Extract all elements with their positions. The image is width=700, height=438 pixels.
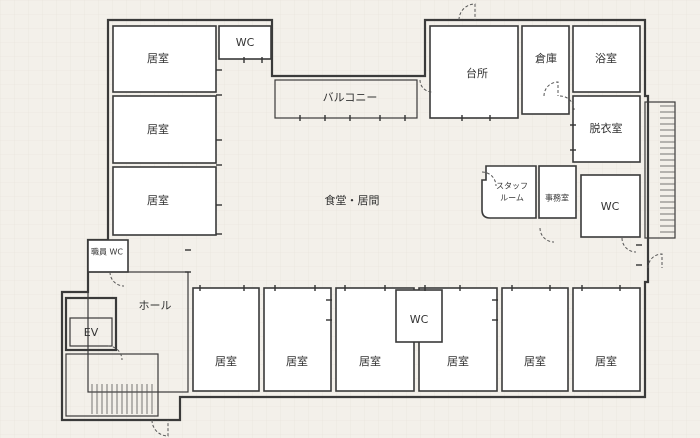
door-kitchen-balcony [419, 79, 433, 93]
wall-markers [185, 57, 642, 321]
door-dressing [559, 95, 575, 111]
door-hall-stair [107, 345, 123, 361]
east-staircase [644, 101, 676, 239]
room-nw2 [112, 95, 217, 164]
door-kitchen-north [458, 3, 476, 21]
label-kitchen: 台所 [466, 66, 488, 80]
west-staircase [65, 353, 159, 417]
wc-top [218, 25, 272, 60]
wc-east [580, 174, 641, 238]
bath [572, 25, 641, 93]
ev-shaft [64, 296, 118, 352]
label-wc-south: WC [410, 313, 429, 326]
label-hall: ホール [139, 299, 172, 312]
room-s2 [263, 287, 332, 392]
staff-wc [87, 239, 129, 273]
room-nw1 [112, 25, 217, 93]
label-room-s2: 居室 [286, 354, 308, 368]
label-room-s4: 居室 [447, 354, 469, 368]
label-dressing: 脱衣室 [590, 121, 623, 135]
dressing-room [572, 95, 641, 163]
office [538, 165, 577, 219]
label-storage: 倉庫 [535, 51, 557, 65]
label-bath: 浴室 [595, 51, 617, 65]
label-balcony: バルコニー [323, 91, 378, 104]
label-office: 事務室 [545, 193, 569, 203]
label-ev: EV [84, 326, 99, 339]
door-office [539, 227, 555, 243]
label-room-nw2: 居室 [147, 122, 169, 136]
door-west-exit [151, 419, 169, 437]
wc-south [395, 289, 443, 343]
door-staff-room [481, 171, 497, 187]
label-wc-top: WC [236, 36, 255, 49]
staff-room [481, 165, 537, 219]
label-dining: 食堂・居間 [325, 193, 380, 207]
label-room-s5: 居室 [524, 354, 546, 368]
door-east-exit [647, 253, 663, 269]
label-room-s1: 居室 [215, 354, 237, 368]
west-stair-steps [91, 384, 153, 414]
east-stair-steps [660, 105, 675, 233]
kitchen [429, 25, 519, 119]
storage [521, 25, 570, 115]
door-storage [543, 81, 559, 97]
label-staff-wc: 職員 WC [91, 248, 123, 257]
label-room-s3: 居室 [359, 354, 381, 368]
label-room-s6: 居室 [595, 354, 617, 368]
label-staff-room-1: スタッフ [496, 182, 528, 191]
label-staff-room-2: ルーム [500, 194, 524, 203]
hall-area [87, 271, 189, 393]
room-nw3 [112, 166, 217, 236]
label-room-nw3: 居室 [147, 193, 169, 207]
room-s1 [192, 287, 260, 392]
door-wc-east [621, 237, 637, 253]
room-s6 [572, 287, 641, 392]
room-s5 [501, 287, 569, 392]
label-wc-east: WC [601, 200, 620, 213]
ev-car [69, 317, 113, 347]
balcony [274, 79, 418, 119]
label-room-nw1: 居室 [147, 51, 169, 65]
door-staff-wc [109, 271, 125, 287]
